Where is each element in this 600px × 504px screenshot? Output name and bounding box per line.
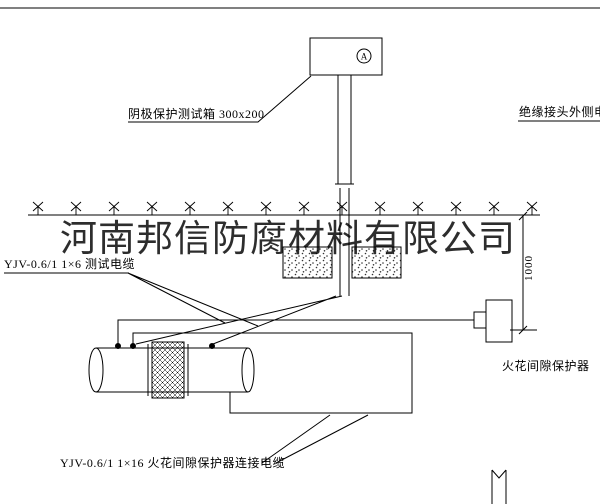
dimension-line <box>510 211 537 335</box>
ammeter-letter: A <box>361 52 368 62</box>
pipe-end-right <box>241 347 255 393</box>
test-box-label: 阴极保护测试箱 300x200 <box>128 107 265 121</box>
pipe <box>88 341 255 399</box>
spark-cable-leader-lines <box>261 414 369 464</box>
spark-gap-cables <box>117 319 474 414</box>
spark-protector-label: 火花间隙保护器 <box>502 359 590 373</box>
test-box: A <box>309 37 383 76</box>
concrete-block-right <box>351 246 402 279</box>
dimension-value: 1000 <box>523 255 535 281</box>
company-watermark: 河南邦信防腐材料有限公司 <box>60 219 516 260</box>
cable-terminal <box>115 343 121 349</box>
pipe-end-left <box>88 347 104 393</box>
cable-terminal <box>130 343 136 349</box>
insulating-flange <box>151 341 185 399</box>
ammeter-symbol-icon <box>356 48 372 64</box>
conduit-riser <box>335 75 354 296</box>
cable-terminal <box>209 343 215 349</box>
spark-gap-protector <box>473 299 513 343</box>
outside-cable-label: 绝缘接头外侧电缆 <box>519 105 600 119</box>
spark-cable-label: YJV-0.6/1 1×16 火花间隙保护器连接电缆 <box>60 456 285 470</box>
test-cable-label: YJV-0.6/1 1×6 测试电缆 <box>4 257 135 271</box>
riser-symbol-icon <box>491 469 507 504</box>
concrete-block-left <box>282 246 333 279</box>
test-cable-leader-lines <box>4 272 259 327</box>
concrete-foundations <box>282 246 402 279</box>
test-box-leader-line <box>128 75 312 123</box>
